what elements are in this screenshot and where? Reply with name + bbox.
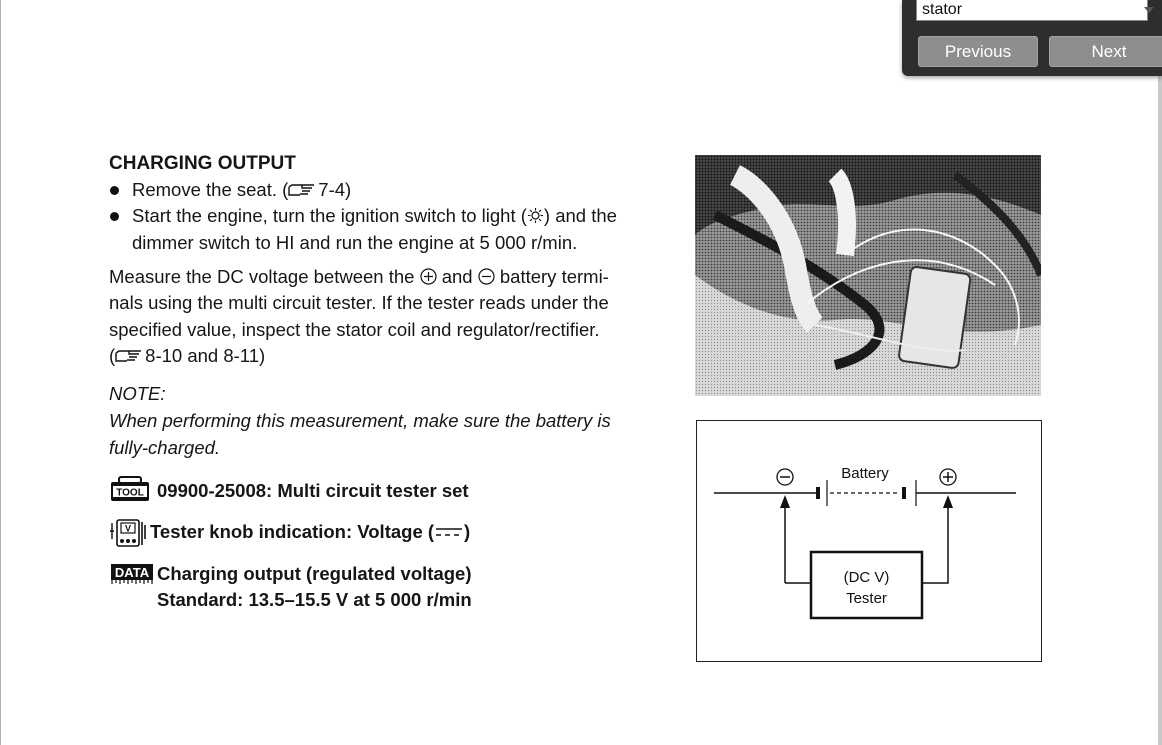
- tester-text-label: Tester knob indication: Voltage (: [150, 521, 435, 542]
- find-bar: stator Previous Next: [902, 0, 1162, 76]
- paragraph-line-4: (8-10 and 8-11): [109, 345, 265, 367]
- scrollbar[interactable]: [1158, 0, 1162, 745]
- bullet-2-line-1: Start the engine, turn the ignition swit…: [132, 205, 617, 227]
- bullet-2-line-2: dimmer switch to HI and run the engine a…: [132, 232, 578, 253]
- engine-photo: [695, 155, 1041, 396]
- tester-icon: V: [110, 519, 146, 547]
- tester-box: [809, 550, 924, 620]
- paragraph-ref: 8-10 and 8-11): [145, 345, 266, 366]
- chevron-down-icon[interactable]: [1144, 7, 1154, 13]
- section-heading: CHARGING OUTPUT: [109, 153, 296, 174]
- svg-text:TOOL: TOOL: [116, 488, 144, 499]
- page-left-edge: [0, 0, 1, 745]
- bullet-2-text-a: Start the engine, turn the ignition swit…: [132, 205, 527, 226]
- data-line-1: Charging output (regulated voltage): [157, 563, 472, 584]
- note-line-1: When performing this measurement, make s…: [109, 410, 611, 431]
- plus-terminal-icon: [939, 468, 957, 486]
- paragraph-line-2: nals using the multi circuit tester. If …: [109, 292, 609, 313]
- dc-voltage-icon: [436, 528, 463, 536]
- tester-text: Tester knob indication: Voltage (): [150, 521, 470, 543]
- paragraph-text: Measure the DC voltage between the: [109, 266, 415, 287]
- tool-icon: TOOL: [111, 476, 149, 501]
- svg-text:V: V: [125, 524, 131, 534]
- next-button[interactable]: Next: [1049, 36, 1162, 67]
- tool-text: 09900-25008: Multi circuit tester set: [157, 480, 469, 501]
- paragraph-line-1: Measure the DC voltage between the and b…: [109, 266, 609, 288]
- bullet-1-text: Remove the seat. (: [132, 179, 289, 200]
- bullet-2-text-b: ) and the: [543, 205, 617, 226]
- pointing-hand-icon: [288, 184, 315, 196]
- tester-text-close: ): [464, 521, 471, 542]
- battery-label: Battery: [841, 465, 889, 482]
- data-icon: DATA: [111, 564, 153, 584]
- find-input[interactable]: stator: [916, 0, 1148, 21]
- minus-terminal-icon: [478, 268, 495, 285]
- wiring-diagram: Battery (DC V) Tester: [696, 420, 1042, 662]
- paragraph-text: battery termi-: [499, 266, 609, 287]
- bullet-1: Remove the seat. ( 7-4): [132, 179, 351, 201]
- light-symbol-icon: [527, 208, 543, 223]
- plus-terminal-icon: [419, 268, 437, 285]
- tester-label-2: Tester: [846, 590, 887, 607]
- pointing-hand-icon: [115, 350, 142, 362]
- note-label: NOTE:: [109, 383, 166, 404]
- paragraph-text: and: [441, 266, 473, 287]
- bullet-dot: [110, 186, 119, 195]
- note-line-2: fully-charged.: [109, 437, 221, 458]
- previous-button[interactable]: Previous: [918, 36, 1038, 67]
- data-line-2: Standard: 13.5–15.5 V at 5 000 r/min: [157, 589, 472, 610]
- minus-terminal-icon: [776, 468, 794, 486]
- bullet-dot: [110, 212, 119, 221]
- svg-text:DATA: DATA: [115, 565, 150, 580]
- bullet-1-ref: 7-4): [318, 179, 352, 200]
- paragraph-text: (: [109, 345, 116, 366]
- paragraph-line-3: specified value, inspect the stator coil…: [109, 319, 600, 340]
- tester-label-1: (DC V): [844, 569, 890, 586]
